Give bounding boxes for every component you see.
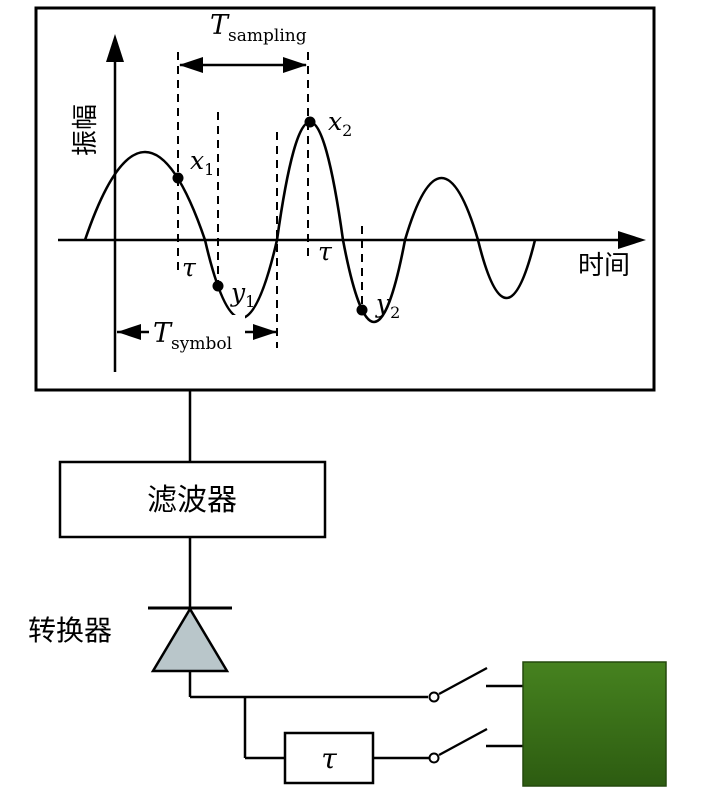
plot-frame (34, 6, 656, 392)
sample-point-y1 (212, 280, 224, 292)
time-axis-label: 时间 (578, 251, 630, 281)
converter-triangle-icon (150, 606, 230, 673)
tsampling-left-arrow-icon (179, 57, 203, 73)
sample-label-x1: x1 (190, 146, 214, 179)
sample-point-x2 (304, 116, 316, 128)
amplitude-axis-arrow-icon (106, 34, 124, 62)
tau-offset-label-1: τ (182, 253, 197, 282)
tsampling-right-arrow-icon (283, 57, 307, 73)
filter-label: 滤波器 (147, 483, 237, 518)
tsymbol-label-background (149, 315, 245, 349)
switch-1-blade (438, 666, 488, 696)
signal-waveform (83, 121, 537, 324)
decision-box (522, 661, 667, 787)
sample-point-y2 (356, 304, 368, 316)
tsymbol-label: Tsymbol (153, 318, 232, 354)
switch-2-blade (438, 727, 488, 757)
filter-box (58, 460, 327, 539)
converter-label: 转换器 (28, 614, 112, 647)
tsampling-label: Tsampling (210, 10, 307, 46)
delay-box (283, 731, 375, 785)
sample-label-y2: y2 (375, 289, 400, 322)
sample-label-x2: x2 (328, 107, 352, 140)
switch-1-contact (428, 691, 440, 703)
tsymbol-right-arrow-icon (253, 324, 277, 340)
switch-2-contact (428, 752, 440, 764)
delay-label: τ (321, 742, 337, 775)
tsymbol-left-arrow-icon (117, 324, 141, 340)
time-axis-arrow-icon (618, 231, 646, 249)
amplitude-axis-label: 振幅 (71, 104, 101, 156)
tau-offset-label-2: τ (318, 237, 333, 266)
sample-point-x1 (172, 172, 184, 184)
sample-label-y1: y1 (230, 278, 255, 311)
